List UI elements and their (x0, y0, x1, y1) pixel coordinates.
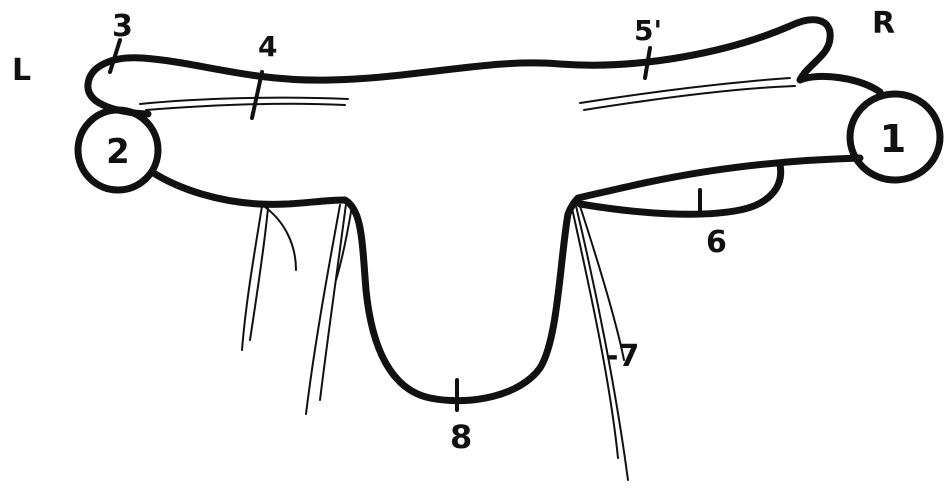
callout-5-prime: 5' (634, 14, 662, 47)
fiber-7-a (572, 208, 618, 458)
fiber-7-c (580, 206, 624, 360)
left-fiber-hook (265, 207, 296, 270)
leader-5 (645, 48, 650, 78)
side-label-right: R (872, 6, 895, 41)
notch-left-fiber-2 (320, 204, 346, 400)
right-double-line-upper (580, 78, 790, 103)
callout-8: 8 (450, 418, 472, 456)
left-double-line-lower (146, 104, 345, 110)
callout-7: -7 (606, 339, 639, 374)
callout-4: 4 (258, 30, 277, 63)
side-label-left: L (12, 53, 31, 88)
callout-6: 6 (706, 225, 727, 260)
node-2-label: 2 (106, 132, 130, 172)
callout-3: 3 (112, 9, 133, 44)
node-1-label: 1 (880, 117, 906, 161)
